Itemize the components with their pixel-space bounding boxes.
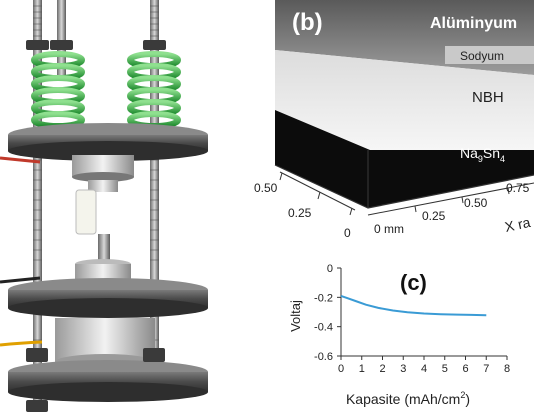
x-tick-label: 0 bbox=[338, 363, 344, 375]
lower-piston bbox=[75, 259, 131, 282]
upper-piston bbox=[72, 155, 134, 192]
top-nuts bbox=[26, 40, 166, 50]
left-tick-2: 0 bbox=[344, 226, 351, 240]
front-axis-label: X ra bbox=[503, 214, 532, 235]
sodium-band bbox=[445, 46, 534, 64]
xct-base bbox=[240, 165, 534, 245]
x-tick-label: 8 bbox=[504, 363, 510, 375]
voltage-series-line bbox=[340, 294, 487, 317]
front-tick-0: 0 mm bbox=[374, 222, 404, 236]
top-plate bbox=[8, 123, 208, 161]
nasn-layer bbox=[275, 110, 534, 208]
front-x-axis bbox=[367, 182, 534, 216]
black-wire bbox=[0, 276, 41, 284]
front-tick-1: 0.25 bbox=[422, 209, 446, 223]
x-tick-label: 7 bbox=[483, 363, 489, 375]
sample-cell bbox=[75, 189, 110, 262]
panel-c-label: (c) bbox=[400, 270, 427, 295]
panel-b-label: (b) bbox=[292, 9, 323, 36]
aluminum-label: Alüminyum bbox=[430, 15, 517, 32]
x-tick-label: 3 bbox=[400, 363, 406, 375]
nbh-layer bbox=[275, 50, 534, 150]
left-tick-1: 0.25 bbox=[288, 206, 312, 220]
left-tick-0: 0.50 bbox=[254, 181, 278, 195]
yellow-wire bbox=[0, 340, 43, 347]
voltage-capacity-chart: (c) Voltaj Kapasite (mAh/cm2) 0 1 2 3 4 5 6 7 8 0… bbox=[288, 263, 510, 407]
x-tick-label: 4 bbox=[421, 363, 427, 375]
x-axis-label: Kapasite (mAh/cm2) bbox=[346, 390, 470, 407]
front-tick-2: 0.50 bbox=[464, 196, 488, 210]
sodium-label: Sodyum bbox=[460, 49, 504, 63]
y-tick-label: -0.2 bbox=[314, 292, 333, 304]
x-tick-label: 1 bbox=[359, 363, 365, 375]
red-wire bbox=[0, 156, 41, 164]
y-tick-label: 0 bbox=[327, 263, 333, 275]
x-tick-label: 5 bbox=[442, 363, 448, 375]
y-axis-label: Voltaj bbox=[288, 300, 303, 332]
x-tick-label: 6 bbox=[462, 363, 468, 375]
left-depth-axis bbox=[279, 171, 356, 216]
y-tick-label: -0.6 bbox=[314, 351, 333, 363]
bottom-plate bbox=[8, 360, 208, 402]
side-nuts bbox=[26, 348, 165, 412]
green-springs bbox=[31, 51, 181, 129]
nbh-label: NBH bbox=[472, 89, 504, 106]
front-tick-3: 0.75 bbox=[506, 181, 530, 195]
xct-box-edges bbox=[274, 150, 534, 209]
middle-plate bbox=[8, 278, 208, 318]
x-tick-label: 2 bbox=[379, 363, 385, 375]
nasn-label: Na9Sn4 bbox=[460, 145, 505, 164]
xct-panel: (b) Alüminyum Sodyum NBH Na9Sn4 0.50 0.2… bbox=[240, 0, 534, 245]
y-tick-label: -0.4 bbox=[314, 322, 333, 334]
cell-press-illustration bbox=[0, 0, 208, 412]
